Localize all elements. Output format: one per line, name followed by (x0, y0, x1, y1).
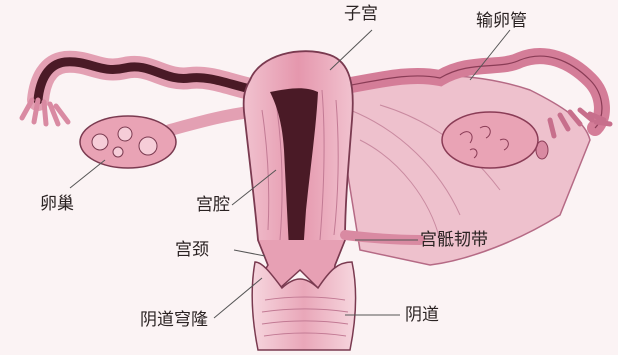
label-ovary: 卵巢 (40, 196, 74, 213)
label-vagina: 阴道 (405, 307, 439, 324)
ovarian-ligament-left (170, 112, 250, 130)
left-ovary (80, 116, 176, 168)
uterosacral-ligament (345, 235, 420, 240)
leader-uterus (330, 30, 372, 70)
vagina (252, 262, 355, 350)
leader-ovary (70, 160, 105, 188)
label-cardinal-ligament: 宫骶韧带 (420, 232, 488, 249)
label-vaginal-fornix: 阴道穹隆 (140, 312, 208, 329)
leader-cervix (234, 250, 265, 256)
label-uterus: 子宫 (344, 6, 378, 23)
label-cervix: 宫颈 (175, 242, 209, 259)
right-ovary (442, 112, 538, 168)
label-uterine-cavity: 宫腔 (196, 197, 230, 214)
label-fallopian-tube: 输卵管 (476, 13, 527, 30)
